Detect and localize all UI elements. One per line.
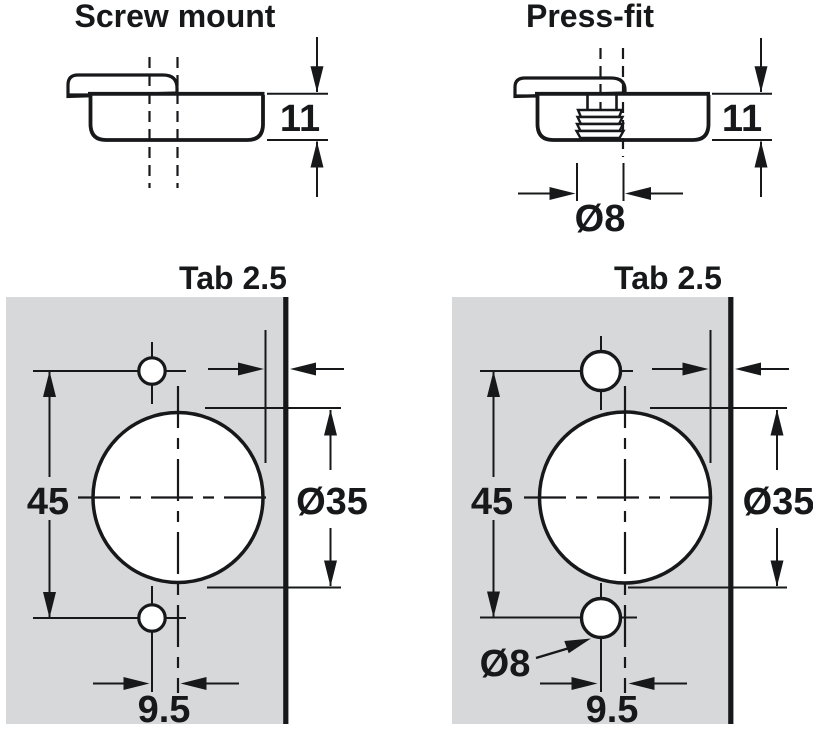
- arrow-right-icon: [238, 362, 264, 376]
- press-fit-title: Press-fit: [526, 0, 654, 34]
- screw-hole-distance-dim-label: 45: [471, 481, 513, 523]
- arrow-right-icon: [549, 187, 576, 200]
- arrow-up-icon: [770, 409, 784, 436]
- cup-offset-dim-label: 9.5: [586, 689, 639, 730]
- cup-diameter-dim-label: Ø35: [296, 481, 368, 523]
- arrow-up-icon: [487, 371, 500, 397]
- leader-line: [535, 646, 572, 660]
- arrow-right-icon: [123, 677, 150, 690]
- pilot-hole-top-circle: [579, 349, 623, 393]
- dim-cup-depth: 11: [712, 38, 772, 197]
- screw-hole-distance-dim-label: 45: [27, 481, 69, 523]
- press-fit-section-view: Press-fit Ø8: [513, 0, 772, 240]
- arrow-up-icon: [310, 141, 324, 168]
- screw-mount-title: Screw mount: [75, 0, 276, 34]
- dim-dowel-diameter: Ø8: [518, 163, 683, 240]
- arrow-left-icon: [628, 677, 655, 690]
- dim-screw-hole-distance: 45: [27, 371, 69, 618]
- screw-mount-section-view: Screw mount 11: [66, 0, 328, 197]
- dowel-rib: [574, 129, 626, 140]
- pilot-hole-diameter-dim-label: Ø8: [480, 643, 531, 685]
- press-fit-dowel: [574, 95, 626, 140]
- dim-cup-offset: 9.5: [540, 677, 687, 730]
- pilot-hole-bottom-circle: [579, 596, 623, 640]
- pilot-hole-diameter-callout: Ø8: [480, 638, 591, 685]
- cup-offset-dim-label: 9.5: [138, 689, 191, 730]
- arrow-down-icon: [770, 560, 784, 587]
- arrow-right-icon: [571, 677, 598, 690]
- dim-cup-diameter: Ø35: [628, 407, 813, 589]
- arrow-right-icon: [682, 362, 709, 376]
- arrow-down-icon: [754, 66, 768, 93]
- cup-depth-dim-label: 11: [722, 98, 762, 140]
- drilling-pattern-title: Tab 2.5: [179, 260, 287, 296]
- arrow-down-icon: [487, 591, 500, 618]
- screw-hole-bottom-circle: [137, 603, 167, 633]
- screw-mount-drilling-pattern: Tab 2.5 45: [6, 260, 368, 730]
- arrow-down-icon: [310, 66, 324, 93]
- arrow-up-icon: [324, 409, 337, 436]
- dim-tab-distance: [652, 330, 789, 463]
- arrow-left-icon: [290, 362, 316, 376]
- dowel-diameter-dim-label: Ø8: [575, 198, 626, 240]
- arrow-down-icon: [43, 592, 56, 618]
- dim-cup-depth: 11: [267, 37, 328, 197]
- drilling-pattern-title: Tab 2.5: [614, 260, 722, 296]
- press-fit-drilling-pattern: Tab 2.5 45: [452, 260, 813, 730]
- hinge-flange-profile: [513, 76, 627, 99]
- cup-diameter-dim-label: Ø35: [743, 481, 813, 523]
- dim-cup-offset: 9.5: [93, 677, 239, 730]
- arrow-up-icon: [754, 141, 768, 168]
- arrow-left-icon: [180, 677, 207, 690]
- leader-arrow-icon: [564, 638, 591, 654]
- dim-tab-distance: [208, 330, 344, 463]
- arrow-left-icon: [735, 362, 761, 376]
- arrow-up-icon: [43, 371, 56, 397]
- cup-depth-dim-label: 11: [280, 98, 320, 140]
- arrow-left-icon: [625, 187, 651, 200]
- dim-cup-diameter: Ø35: [205, 407, 368, 589]
- screw-hole-top-circle: [137, 356, 167, 386]
- arrow-down-icon: [324, 560, 337, 587]
- dim-screw-hole-distance: 45: [471, 371, 513, 618]
